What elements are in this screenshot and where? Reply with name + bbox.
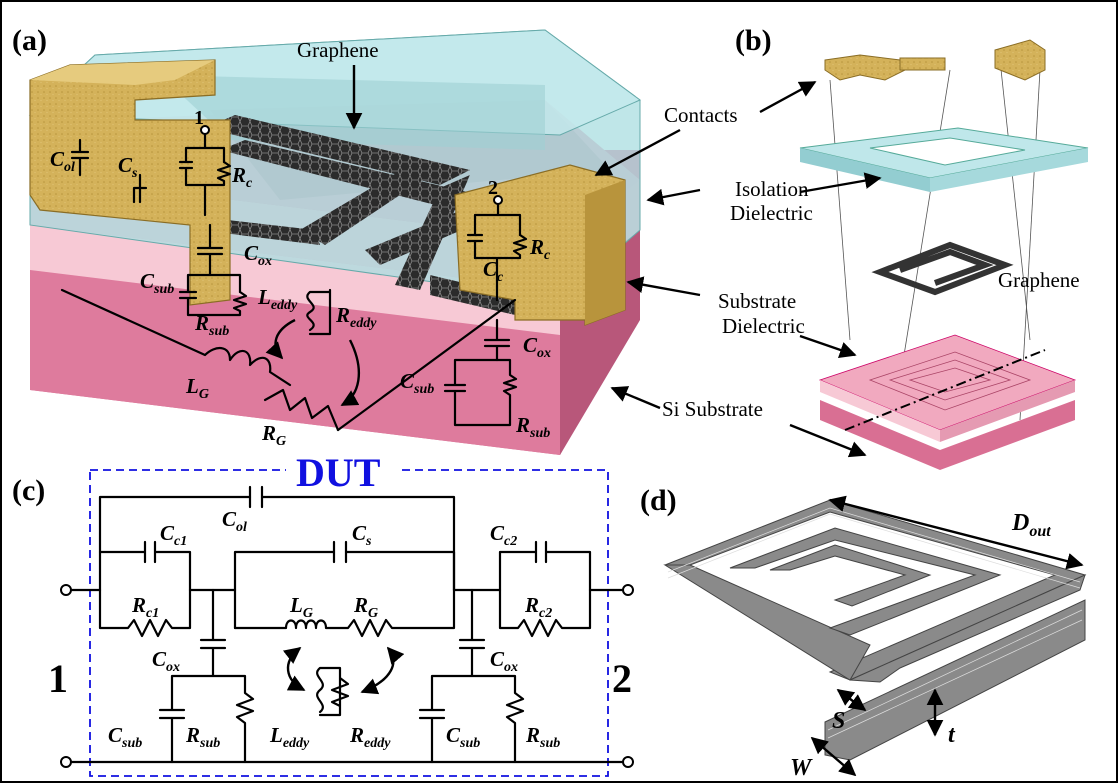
label-c-sub-left-a: Csub xyxy=(140,269,174,297)
label-r-c1-c: Rc1 xyxy=(131,593,159,621)
b-isolation-line2: Dielectric xyxy=(730,201,813,225)
port-2-label-c: 2 xyxy=(612,656,632,701)
label-c-ox-left-c: Cox xyxy=(152,647,180,675)
label-w: W xyxy=(790,755,813,781)
panel-c: DUT (c) 1 2 Col xyxy=(12,450,634,777)
b-cut-line xyxy=(844,349,1046,431)
port-1-label-c: 1 xyxy=(48,656,68,701)
label-r-sub-left-c: Rsub xyxy=(185,723,220,751)
label-r-c-left-a: Rc xyxy=(231,163,253,191)
label-c-ol-c: Col xyxy=(222,507,247,535)
label-r-eddy-a: Reddy xyxy=(335,303,377,331)
label-l-eddy-a: Leddy xyxy=(257,285,298,313)
panel-d: (d) Dout S t W xyxy=(640,484,1087,781)
d-graphene-spiral xyxy=(663,499,1087,761)
b-si-substrate-label: Si Substrate xyxy=(662,397,763,421)
label-c-c2-c: Cc2 xyxy=(490,521,517,549)
port-2-terminal xyxy=(622,584,634,596)
panel-a: (a) Graphene Contacts 1 2 Col Cs Rc Rc C… xyxy=(12,24,738,455)
graphene-callout: Graphene xyxy=(297,38,379,62)
label-c-s-a: Cs xyxy=(118,153,138,181)
label-r-c-right-a: Rc xyxy=(529,235,551,263)
label-c-ox-right-c: Cox xyxy=(490,647,518,675)
label-r-sub-right-a: Rsub xyxy=(515,413,550,441)
label-c-sub-left-c: Csub xyxy=(108,723,142,751)
label-s: S xyxy=(832,708,845,734)
label-l-g-a: LG xyxy=(185,374,209,402)
label-r-eddy-c: Reddy xyxy=(349,723,391,751)
dut-box xyxy=(89,469,609,777)
panel-d-label: (d) xyxy=(640,484,677,517)
label-r-sub-left-a: Rsub xyxy=(194,311,229,339)
label-c-ol-a: Col xyxy=(50,147,75,175)
panel-b-label: (b) xyxy=(735,24,772,57)
b-substrate-line2: Dielectric xyxy=(722,314,805,338)
dut-label: DUT xyxy=(296,450,381,495)
label-c-ox-right-a: Cox xyxy=(523,333,551,361)
b-graphene-label: Graphene xyxy=(998,268,1080,292)
label-d-out: Dout xyxy=(1011,510,1051,540)
b-si-substrate xyxy=(820,400,1075,470)
b-contact-right xyxy=(994,39,1046,81)
b-contact-left xyxy=(824,54,906,81)
label-r-sub-right-c: Rsub xyxy=(525,723,560,751)
label-l-g-c: LG xyxy=(289,593,313,621)
label-t: t xyxy=(948,722,956,748)
label-c-c1-c: Cc1 xyxy=(160,521,187,549)
contacts-callout: Contacts xyxy=(664,103,738,127)
b-graphene-spiral xyxy=(871,241,1014,296)
port-2-label-a: 2 xyxy=(488,177,498,199)
graphene-ribbon xyxy=(205,115,470,185)
b-substrate-line1: Substrate xyxy=(718,289,796,313)
label-l-eddy-c: Leddy xyxy=(269,723,310,751)
panel-c-label: (c) xyxy=(12,474,45,507)
label-r-g-c: RG xyxy=(353,593,378,621)
panel-b: (b) Isolation Dielectric Graphene Substr… xyxy=(610,24,1089,470)
port-1-terminal xyxy=(60,584,72,596)
port-1-label-a: 1 xyxy=(194,107,204,129)
b-isolation-line1: Isolation xyxy=(735,177,809,201)
label-r-g-a: RG xyxy=(261,421,286,449)
label-c-ox-left-a: Cox xyxy=(244,241,272,269)
panel-a-label: (a) xyxy=(12,24,47,57)
label-c-s-c: Cs xyxy=(352,521,372,549)
label-c-sub-right-a: Csub xyxy=(400,369,434,397)
label-r-c2-c: Rc2 xyxy=(524,593,552,621)
label-c-sub-right-c: Csub xyxy=(446,723,480,751)
label-c-c-a: Cc xyxy=(483,257,504,285)
